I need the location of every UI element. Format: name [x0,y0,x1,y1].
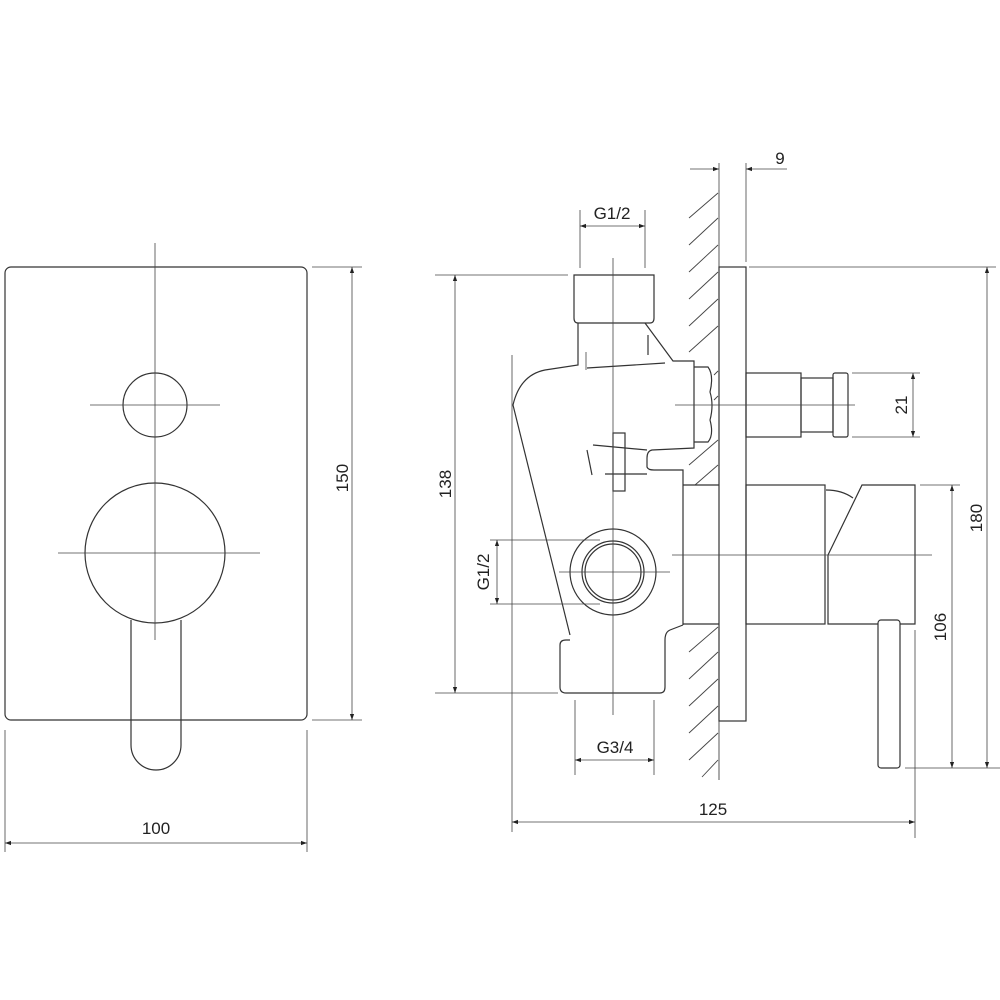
lever-handle-side [877,619,901,769]
center-lines [559,258,932,715]
dimension-top-inlet: G1/2 [579,204,646,268]
dimension-depth-125: 125 [512,630,916,838]
dimension-handle-106: 106 [905,484,1000,769]
lever-handle [130,620,182,771]
mixer-handle [745,484,916,769]
dimension-body-138: 138 [435,274,568,694]
dimension-stem-21: 21 [852,372,920,438]
dimension-label: 150 [333,464,352,492]
dimension-total-180: 180 [749,266,996,768]
dimension-label: G3/4 [597,738,634,757]
cover-plate [4,266,308,721]
front-view: 150 100 [4,243,362,852]
dimension-label: 138 [436,470,455,498]
hex-nut [694,366,713,443]
dimension-height-150: 150 [312,266,362,721]
dimension-plate-9: 9 [690,149,787,262]
center-lines [58,243,260,640]
dimension-label: G1/2 [474,554,493,591]
side-view: 9 G1/2 138 G1/2 G3/4 [435,149,1000,838]
dimension-label: 180 [967,504,986,532]
dimension-label: 21 [892,396,911,415]
dimension-side-inlet: G1/2 [474,539,600,605]
dimension-bottom-outlet: G3/4 [574,700,655,775]
valve-spindle [612,432,626,492]
dimension-label: 125 [699,800,727,819]
wall-plate [718,266,747,722]
dimension-label: G1/2 [594,204,631,223]
dimension-label: 106 [931,613,950,641]
valve-body [512,274,719,694]
dimension-width-100: 100 [4,730,308,852]
dimension-label: 100 [142,819,170,838]
dimension-label: 9 [775,149,784,168]
top-inlet-fitting [573,274,655,324]
